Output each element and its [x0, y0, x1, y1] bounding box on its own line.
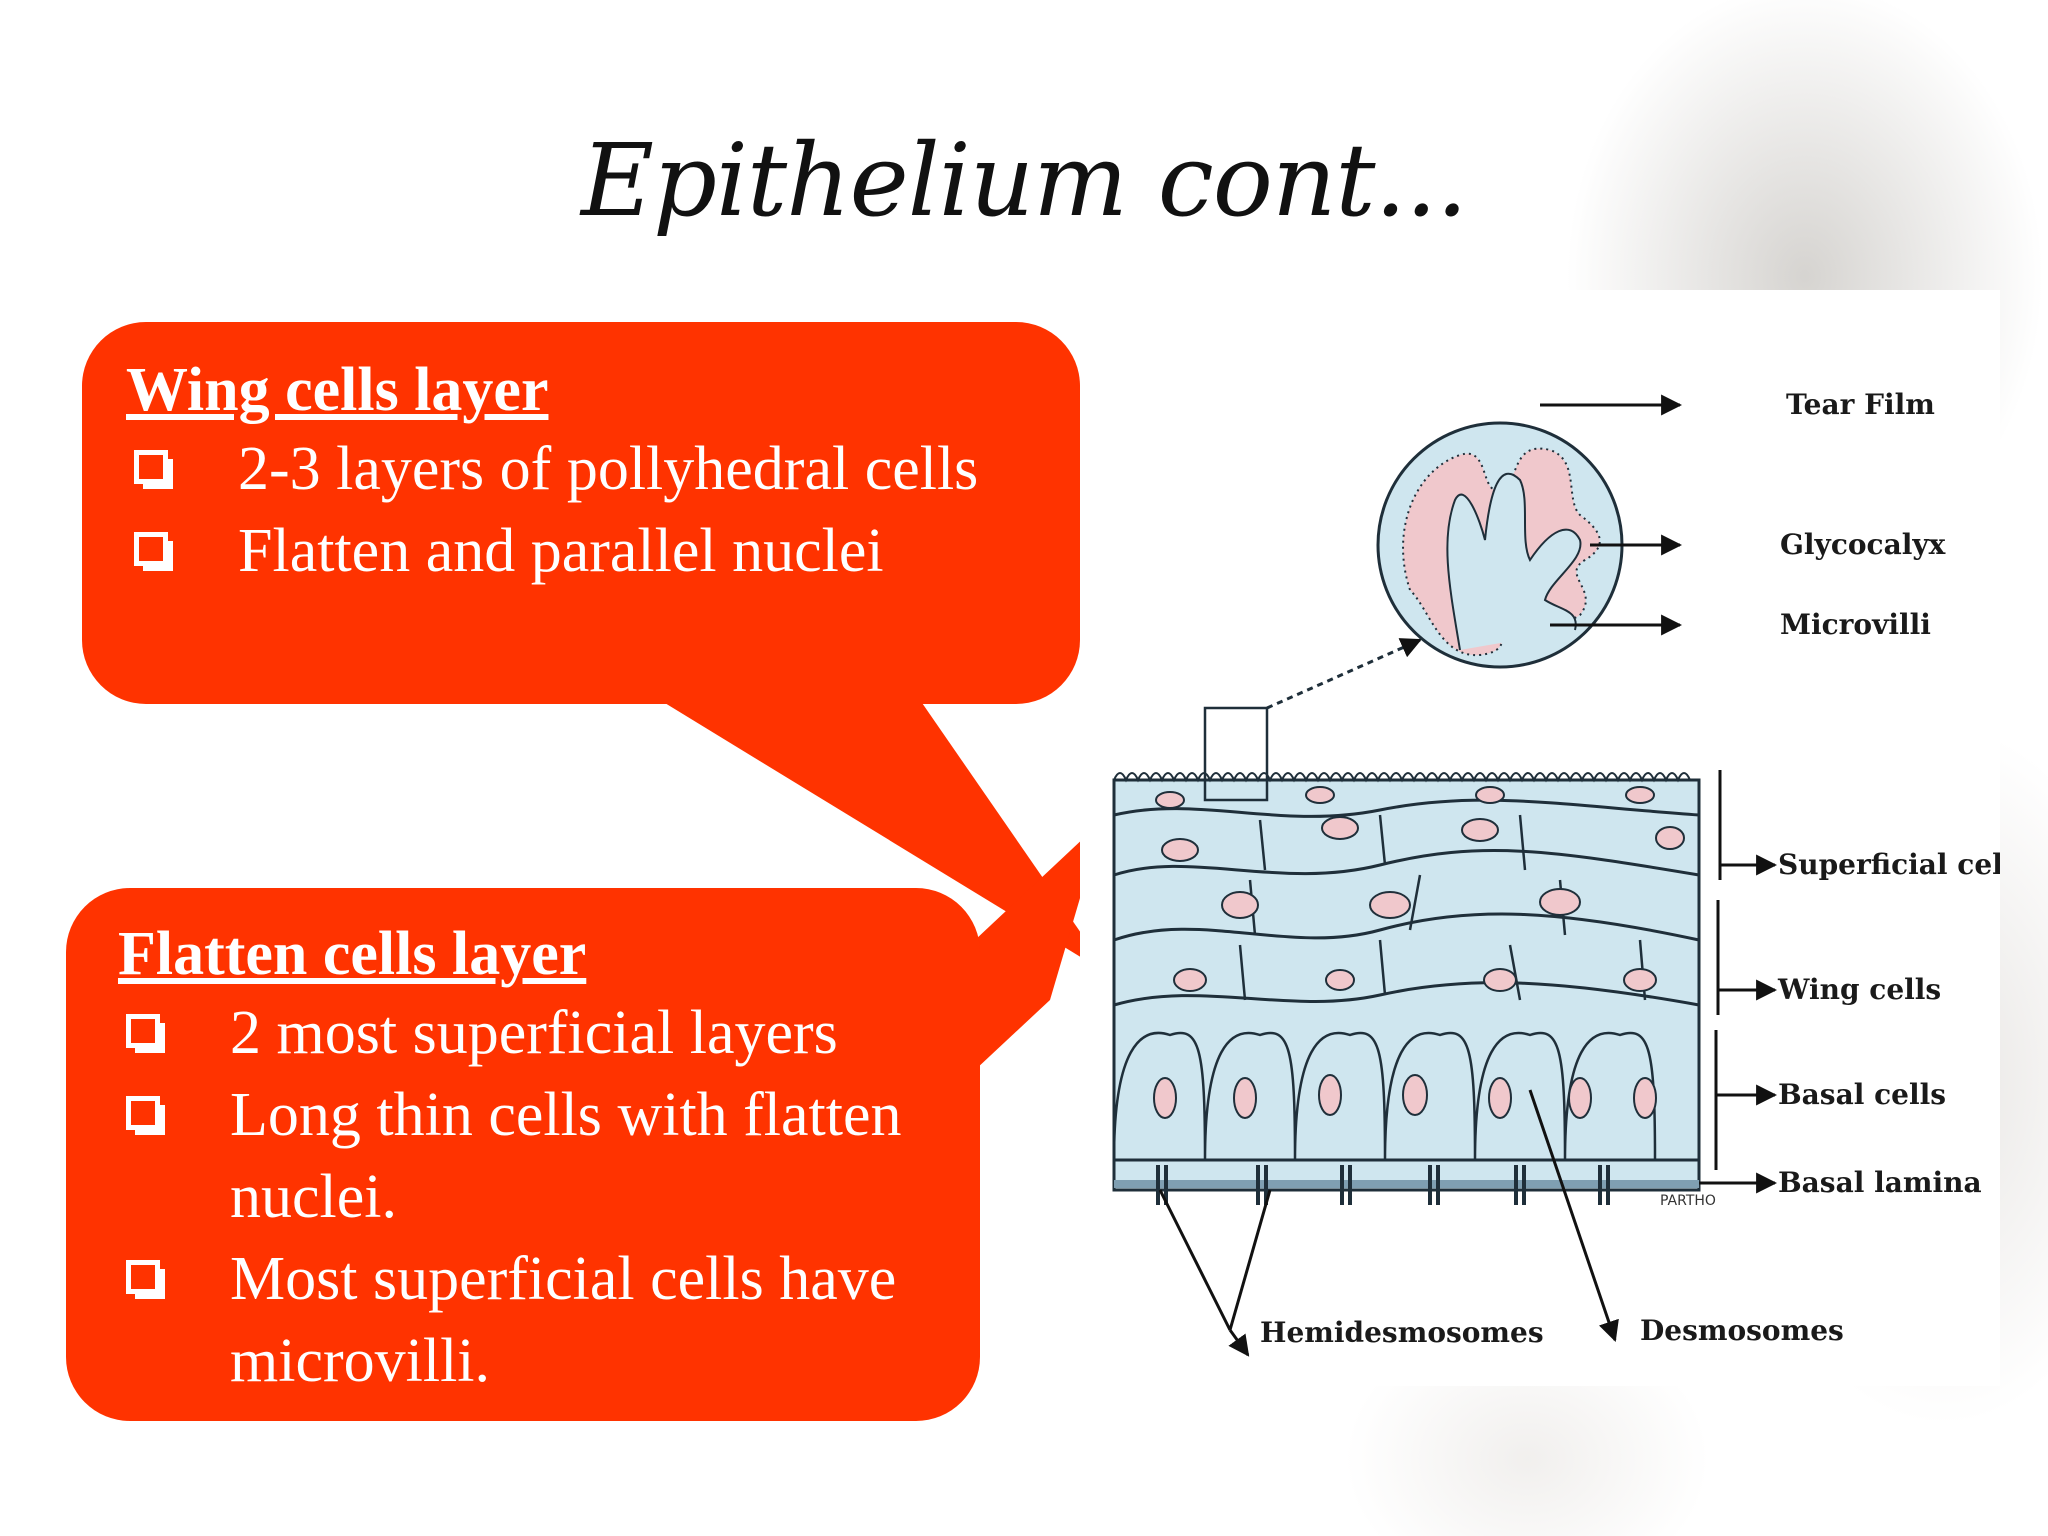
callout-heading: Flatten cells layer: [118, 920, 587, 988]
bottom-labels: Hemidesmosomes Desmosomes PARTHO: [1158, 1089, 1844, 1357]
microvilli-magnified-view: [1266, 421, 1624, 710]
label-microvilli: Microvilli: [1780, 608, 1931, 641]
right-labels: Tear Film Glycocalyx Microvilli Superfic…: [1540, 388, 2000, 1199]
checkbox-bullet-icon: [126, 1096, 160, 1130]
tissue-block: [1112, 706, 1701, 1205]
slide-title: Epithelium cont...: [581, 122, 1468, 239]
list-item-text: Flatten and parallel nuclei: [238, 517, 884, 585]
list-item-text: Long thin cells with flatten nuclei.: [230, 1081, 902, 1231]
list-item-text: 2 most superficial layers: [230, 999, 838, 1067]
label-hemidesmosomes: Hemidesmosomes: [1260, 1316, 1544, 1349]
label-wing-cells: Wing cells: [1777, 973, 1941, 1006]
label-desmosomes: Desmosomes: [1640, 1314, 1844, 1347]
callout-1-pointer: [660, 700, 1110, 975]
flatten-cells-callout: Flatten cells layer 2 most superficial l…: [66, 888, 980, 1421]
wing-cells-callout: Wing cells layer 2-3 layers of pollyhedr…: [82, 322, 1080, 704]
label-tear-film: Tear Film: [1786, 388, 1935, 421]
label-glycocalyx: Glycocalyx: [1780, 528, 1946, 561]
list-item-text: Most superficial cells have microvilli.: [230, 1245, 897, 1395]
checkbox-bullet-icon: [134, 450, 168, 484]
label-superficial-cells: Superficial cells: [1778, 848, 2000, 881]
callout-2-pointer: [975, 820, 1103, 1070]
callout-heading: Wing cells layer: [126, 356, 549, 424]
checkbox-bullet-icon: [126, 1014, 160, 1048]
callout-list: 2 most superficial layers Long thin cell…: [118, 992, 980, 1402]
artist-signature: PARTHO: [1660, 1193, 1716, 1209]
callout-list: 2-3 layers of pollyhedral cells Flatten …: [126, 428, 1080, 592]
list-item: Most superficial cells have microvilli.: [118, 1238, 980, 1402]
list-item: 2-3 layers of pollyhedral cells: [126, 428, 1080, 510]
epithelium-diagram-svg: Tear Film Glycocalyx Microvilli Superfic…: [1112, 388, 2000, 1357]
label-basal-cells: Basal cells: [1778, 1078, 1946, 1111]
list-item: Long thin cells with flatten nuclei.: [118, 1074, 980, 1238]
checkbox-bullet-icon: [134, 532, 168, 566]
checkbox-bullet-icon: [126, 1260, 160, 1294]
list-item: Flatten and parallel nuclei: [126, 510, 1080, 592]
list-item: 2 most superficial layers: [118, 992, 980, 1074]
epithelium-diagram: Tear Film Glycocalyx Microvilli Superfic…: [1080, 290, 2000, 1386]
label-basal-lamina: Basal lamina: [1778, 1166, 1982, 1199]
list-item-text: 2-3 layers of pollyhedral cells: [238, 435, 979, 503]
microvilli-fringe: [1113, 772, 1691, 783]
